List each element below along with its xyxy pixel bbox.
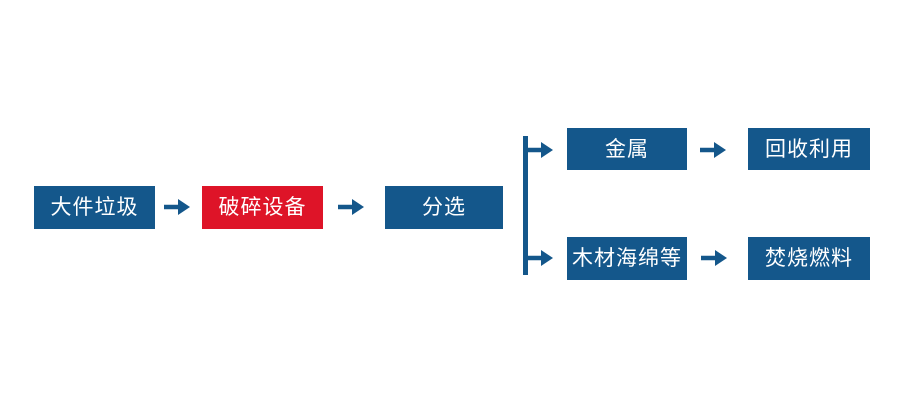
right-arrow-icon [527,250,553,266]
flow-node-label: 焚烧燃料 [765,247,853,270]
right-arrow-icon [701,250,727,266]
flow-node-recycling: 回收利用 [748,128,870,170]
flow-node-label: 木材海绵等 [572,247,682,270]
flow-node-label: 回收利用 [765,137,853,161]
flow-node-sorting: 分选 [385,186,503,229]
right-arrow-icon [338,199,364,215]
flow-node-bulky-waste: 大件垃圾 [34,186,155,229]
right-arrow-icon [527,142,553,158]
right-arrow-icon [164,199,190,215]
branch-split-line [523,136,528,275]
right-arrow-icon [700,142,726,158]
flow-node-label: 分选 [422,196,466,219]
flow-node-incineration-fuel: 焚烧燃料 [748,237,870,280]
flow-node-metal: 金属 [567,128,687,170]
flow-node-label: 大件垃圾 [50,196,139,219]
flow-node-wood-sponge: 木材海绵等 [567,237,687,280]
flow-node-label: 破碎设备 [218,196,307,219]
flow-node-label: 金属 [605,137,649,161]
flow-node-crushing-equipment: 破碎设备 [202,186,323,229]
